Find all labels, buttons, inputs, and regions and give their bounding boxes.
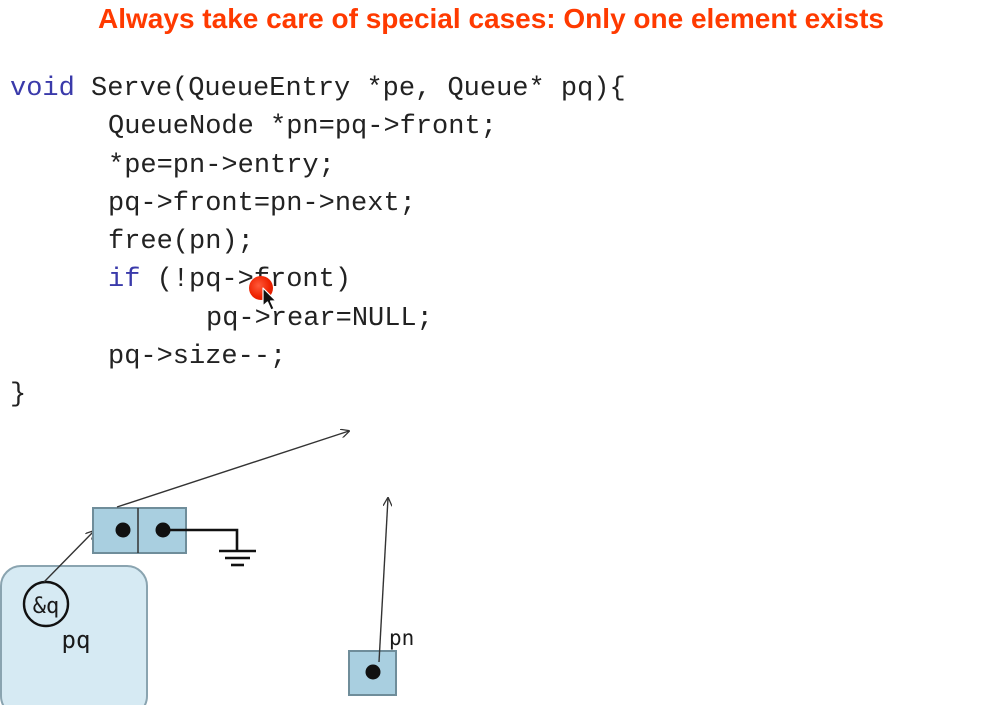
pn-label: pn	[389, 626, 414, 650]
pn-pointer-arrow	[378, 498, 388, 663]
ground-symbol-icon	[163, 528, 256, 567]
address-label: &q	[33, 594, 60, 619]
code-line-5: free(pn);	[108, 227, 254, 258]
code-line-9: }	[10, 380, 27, 411]
code-line-4: pq->front=pn->next;	[108, 188, 416, 219]
slide-title: Always take care of special cases: Only …	[98, 3, 884, 34]
front-pointer-arrow	[116, 431, 349, 508]
code-line-2: QueueNode *pn=pq->front;	[108, 112, 497, 143]
queue-struct-box	[0, 565, 148, 705]
code-line-6: if (!pq->front)	[10, 261, 626, 299]
keyword-void: void	[10, 74, 75, 104]
address-pointer-arrow	[43, 531, 94, 583]
keyword-if: if	[108, 265, 141, 296]
code-text: Serve(QueueEntry *pe, Queue* pq){	[74, 74, 626, 104]
queue-label: pq	[62, 626, 91, 654]
address-circle	[22, 580, 70, 628]
code-line-1: void Serve(QueueEntry *pe, Queue* pq){	[10, 70, 626, 108]
code-text: (!pq->front)	[140, 265, 352, 296]
code-line-8: pq->size--;	[108, 342, 287, 373]
code-line-7: pq->rear=NULL;	[206, 303, 433, 334]
front-pointer-dot	[115, 522, 131, 538]
code-block: void Serve(QueueEntry *pe, Queue* pq){ Q…	[10, 70, 626, 415]
pn-pointer-dot	[365, 664, 381, 680]
code-line-3: *pe=pn->entry;	[108, 150, 335, 181]
mouse-cursor-icon	[262, 287, 277, 311]
